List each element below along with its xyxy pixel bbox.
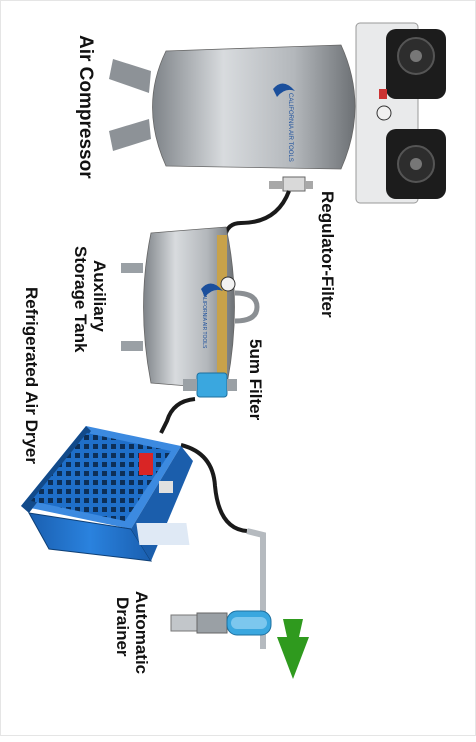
dryer-nameplate <box>136 523 190 545</box>
tank-logo-icon <box>201 283 223 297</box>
dryer-switch-icon <box>159 481 173 493</box>
flow-direction-arrow-icon <box>277 619 309 679</box>
air-hose <box>223 190 291 238</box>
dryer-warning-label <box>139 453 153 475</box>
auxiliary-storage-tank <box>121 226 260 390</box>
pressure-gauge-icon <box>376 105 392 121</box>
compressor-leg <box>109 119 151 151</box>
regulator-filter <box>269 176 313 192</box>
automatic-drainer <box>170 610 272 636</box>
tank-manifold <box>217 235 227 385</box>
tank-logo-text: CALIFORNIA AIR TOOLS <box>201 291 207 349</box>
compressor-motor-upper <box>386 29 446 99</box>
label-regulator-filter: Regulator-Filter <box>318 191 337 318</box>
label-automatic-drainer: Automatic Drainer <box>113 591 151 675</box>
filter-5um <box>183 372 237 398</box>
air-compressor <box>109 22 446 204</box>
valve-icon <box>379 89 387 99</box>
air-hose <box>159 397 196 434</box>
refrigerated-air-dryer <box>21 426 193 562</box>
compressor-tank <box>152 44 356 170</box>
label-auxiliary-storage-tank: Auxiliary Storage Tank <box>71 246 109 353</box>
dryer-grille <box>31 433 171 521</box>
compressor-motor-lower <box>386 129 446 199</box>
tank-handle <box>234 290 260 324</box>
compressor-logo-icon <box>273 83 295 97</box>
air-hose <box>180 443 248 533</box>
label-refrigerated-air-dryer: Refrigerated Air Dryer <box>22 287 41 464</box>
label-5um-filter: 5um Filter <box>246 339 265 421</box>
compressor-logo-text: CALIFORNIA AIR TOOLS <box>287 93 293 162</box>
compressor-leg <box>109 59 151 93</box>
label-air-compressor: Air Compressor <box>75 35 96 179</box>
tank-gauge-icon <box>220 276 236 292</box>
